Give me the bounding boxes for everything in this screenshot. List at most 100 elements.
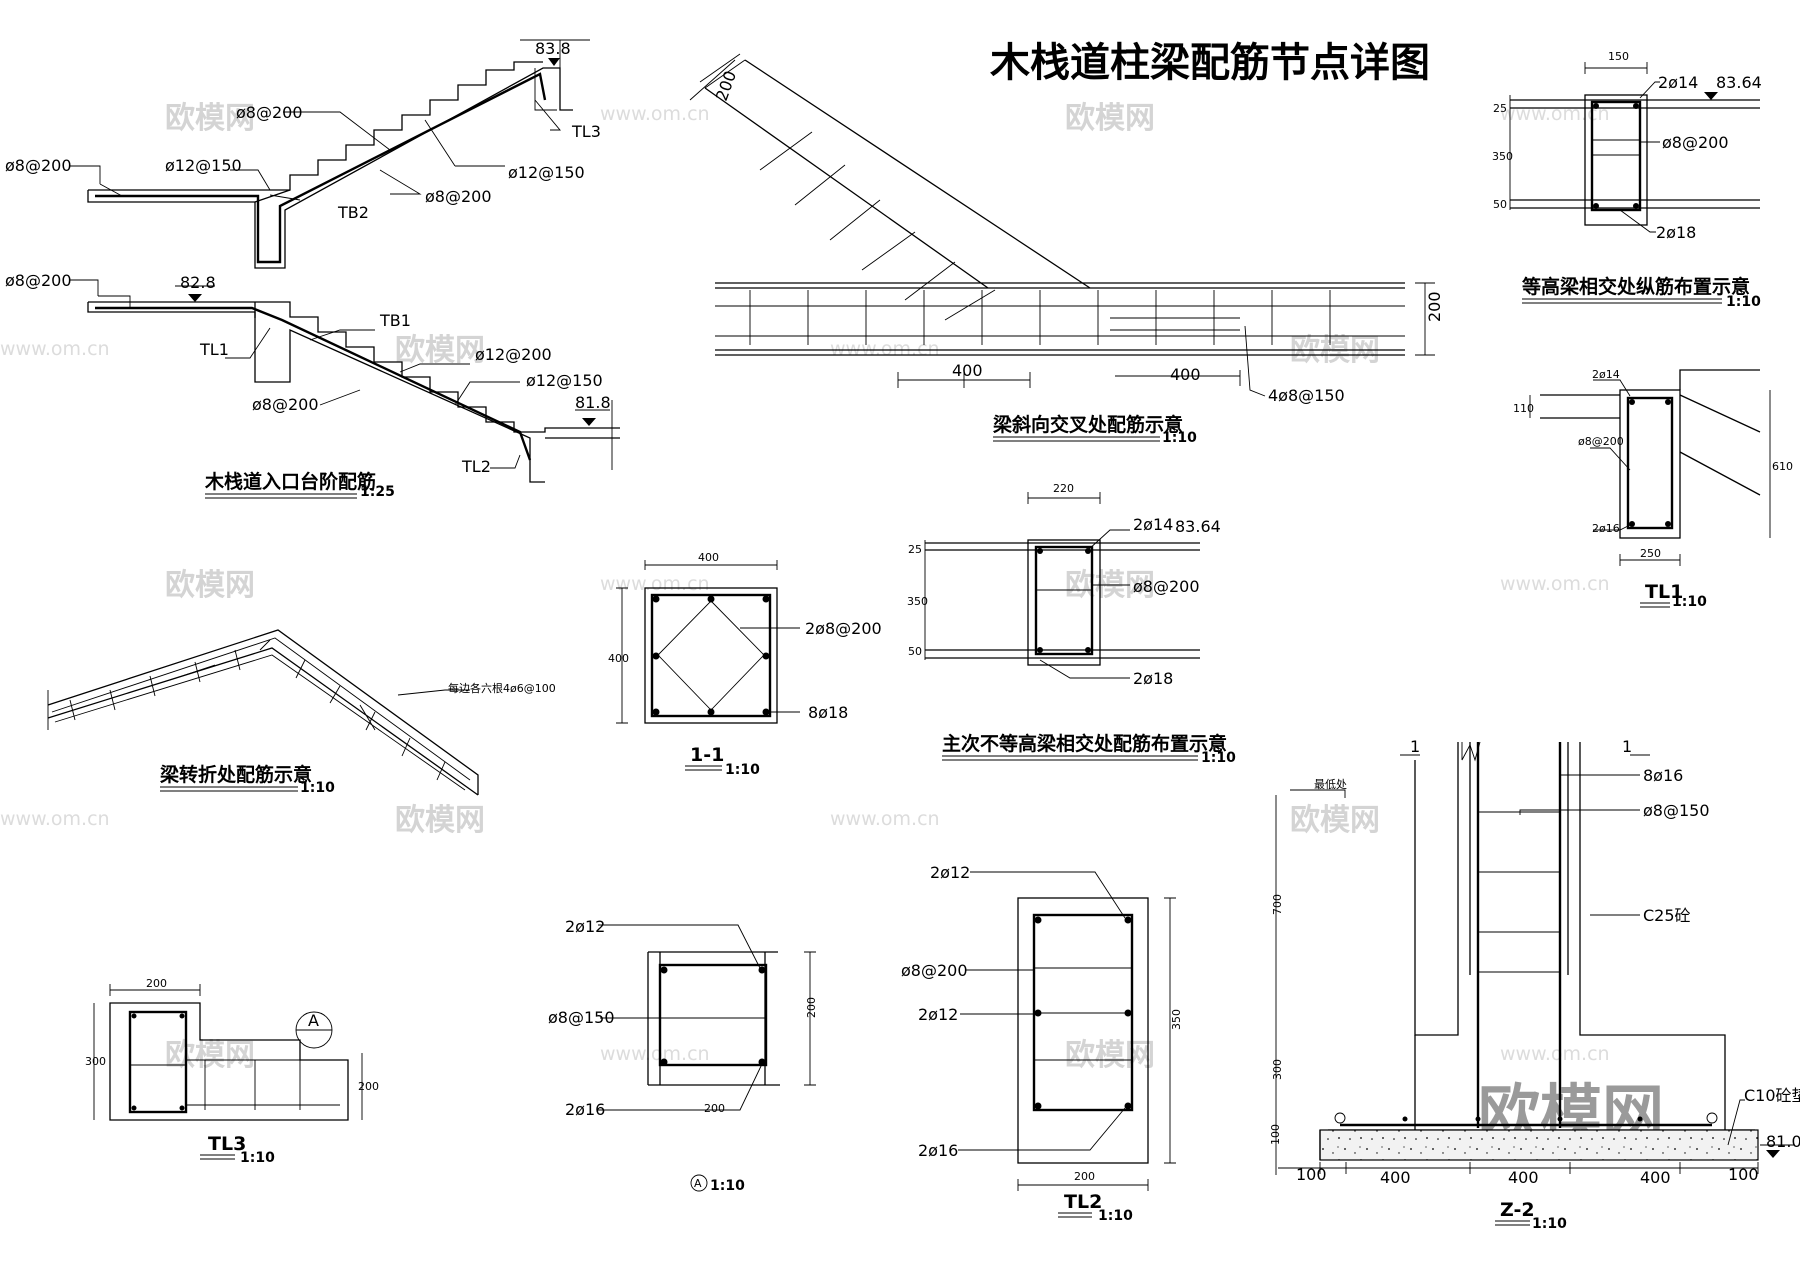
scale-equal-height: 1:10 — [1726, 294, 1761, 310]
detail-diagonal-crossing: 200 400 400 200 4ø8@150 梁斜向交叉处配筋示意 1:10 — [689, 53, 1444, 446]
label-4phi6-100: 每边各六根4ø6@100 — [448, 681, 556, 695]
scale-tl2: 1:10 — [1098, 1208, 1133, 1224]
dim-200-right: 200 — [358, 1080, 379, 1093]
caption-1-1: 1-1 — [690, 744, 724, 766]
detail-beam-turn: 每边各六根4ø6@100 梁转折处配筋示意 1:10 — [47, 629, 556, 796]
label-phi8-200: ø8@200 — [5, 271, 72, 290]
steps-upper: 83.8 ø8@200 ø8@200 ø12@150 ø12@150 ø8@20… — [5, 39, 601, 269]
watermark-logo: 欧模网 — [1290, 803, 1380, 838]
label-2phi14: 2ø14 — [1592, 368, 1620, 381]
scale-1-1: 1:10 — [725, 762, 760, 778]
scale-diagonal-crossing: 1:10 — [1162, 430, 1197, 446]
dim-300: 300 — [1271, 1059, 1284, 1080]
label-2phi16: 2ø16 — [918, 1141, 958, 1160]
label-phi8-200: ø8@200 — [1133, 577, 1200, 596]
label-2phi18: 2ø18 — [1133, 669, 1173, 688]
scale-z2: 1:10 — [1532, 1216, 1567, 1232]
scale-unequal-height: 1:10 — [1201, 750, 1236, 766]
dim-200-top: 200 — [146, 977, 167, 990]
watermark-logo: 欧模网 — [165, 568, 255, 603]
level-83-64: 83.64 — [1716, 73, 1762, 92]
dim-200-bottom: 200 — [704, 1102, 725, 1115]
label-phi8-200: ø8@200 — [901, 961, 968, 980]
watermark-url: www.om.cn — [1500, 1043, 1610, 1065]
label-phi8-200: ø8@200 — [5, 156, 72, 175]
level-81-8: 81.8 — [575, 393, 611, 412]
dim-400-right: 400 — [1170, 365, 1201, 384]
dim-25: 25 — [908, 543, 922, 556]
label-2phi8-200: 2ø8@200 — [805, 619, 882, 638]
dim-200-bottom: 200 — [1074, 1170, 1095, 1183]
detail-entrance-steps: 83.8 ø8@200 ø8@200 ø12@150 ø12@150 ø8@20… — [5, 39, 620, 500]
label-phi8-200: ø8@200 — [252, 395, 319, 414]
label-phi8-200: ø8@200 — [1578, 435, 1624, 448]
dim-25: 25 — [1493, 102, 1507, 115]
dim-200: 200 — [712, 68, 740, 103]
watermark-logo: 欧模网 — [1065, 568, 1155, 603]
dim-400-a: 400 — [1380, 1168, 1411, 1187]
label-4phi8-150: 4ø8@150 — [1268, 386, 1345, 405]
label-2phi14: 2ø14 — [1133, 515, 1173, 534]
caption-unequal-height: 主次不等高梁相交处配筋布置示意 — [942, 732, 1227, 755]
detail-unequal-height: 220 25 350 50 2ø14 83.64 ø8@200 2ø18 主次不… — [907, 482, 1236, 766]
section-mark-1-right: 1 — [1622, 737, 1632, 756]
dim-400-side: 400 — [608, 652, 629, 665]
watermark-url: www.om.cn — [600, 103, 710, 125]
label-tl2: TL2 — [461, 457, 491, 476]
watermark-url: www.om.cn — [600, 573, 710, 595]
dim-200-side: 200 — [805, 997, 818, 1018]
label-phi8-150: ø8@150 — [1643, 801, 1710, 820]
dim-350: 350 — [1170, 1009, 1183, 1030]
caption-tl3: TL3 — [208, 1133, 246, 1155]
caption-entrance-steps: 木栈道入口台阶配筋 — [204, 470, 376, 493]
dim-350: 350 — [907, 595, 928, 608]
label-8phi16: 8ø16 — [1643, 766, 1683, 785]
dim-250: 250 — [1640, 547, 1661, 560]
dim-610: 610 — [1772, 460, 1793, 473]
watermark-logo: 欧模网 — [1065, 1038, 1155, 1073]
page-title: 木栈道柱梁配筋节点详图 — [990, 40, 1430, 86]
dim-50: 50 — [1493, 198, 1507, 211]
caption-tl2: TL2 — [1064, 1191, 1102, 1213]
dim-110: 110 — [1513, 402, 1534, 415]
steps-lower: 82.8 81.8 ø8@200 TB1 TL1 ø12@200 ø12@150… — [5, 271, 620, 483]
caption-tl1: TL1 — [1645, 581, 1683, 603]
note-lowest-point: 最低处 — [1314, 778, 1347, 791]
caption-beam-turn: 梁转折处配筋示意 — [159, 763, 312, 786]
watermark-logo: 欧模网 — [165, 1038, 255, 1073]
dim-220: 220 — [1053, 482, 1074, 495]
callout-a: A — [308, 1011, 319, 1030]
label-tb1: TB1 — [379, 311, 411, 330]
label-phi12-150: ø12@150 — [508, 163, 585, 182]
dim-300: 300 — [85, 1055, 106, 1068]
watermark-logo: 欧模网 — [395, 333, 485, 368]
watermark-url: www.om.cn — [600, 1043, 710, 1065]
dim-100-vertical: 100 — [1269, 1124, 1282, 1145]
detail-tl3: 200 300 200 A TL3 1:10 — [85, 977, 379, 1166]
dim-100-right: 100 — [1728, 1165, 1759, 1184]
scale-entrance-steps: 1:25 — [360, 484, 395, 500]
dim-150: 150 — [1608, 50, 1629, 63]
watermark-logo: 欧模网 — [395, 803, 485, 838]
watermark-url: www.om.cn — [0, 338, 110, 360]
dim-350: 350 — [1492, 150, 1513, 163]
detail-tl2: 350 200 2ø12 ø8@200 2ø12 2ø16 TL2 1:10 — [901, 863, 1183, 1224]
dim-400-top: 400 — [698, 551, 719, 564]
label-2phi16: 2ø16 — [1592, 522, 1620, 535]
scale-beam-turn: 1:10 — [300, 780, 335, 796]
dim-400-c: 400 — [1640, 1168, 1671, 1187]
label-2phi12-mid: 2ø12 — [918, 1005, 958, 1024]
dim-100-left: 100 — [1296, 1165, 1327, 1184]
label-phi8-150: ø8@150 — [548, 1008, 615, 1027]
label-phi8-200: ø8@200 — [425, 187, 492, 206]
label-2phi12-top: 2ø12 — [930, 863, 970, 882]
scale-tl3: 1:10 — [240, 1150, 275, 1166]
watermark-url: www.om.cn — [830, 338, 940, 360]
label-2phi12: 2ø12 — [565, 917, 605, 936]
watermark-url: www.om.cn — [830, 808, 940, 830]
level-82-8: 82.8 — [180, 273, 216, 292]
detail-z2: 1 1 最低处 700 300 100 100 400 400 400 100 … — [1269, 737, 1800, 1232]
caption-diagonal-crossing: 梁斜向交叉处配筋示意 — [992, 413, 1183, 436]
level-83-8: 83.8 — [535, 39, 571, 58]
label-tb2: TB2 — [337, 203, 369, 222]
